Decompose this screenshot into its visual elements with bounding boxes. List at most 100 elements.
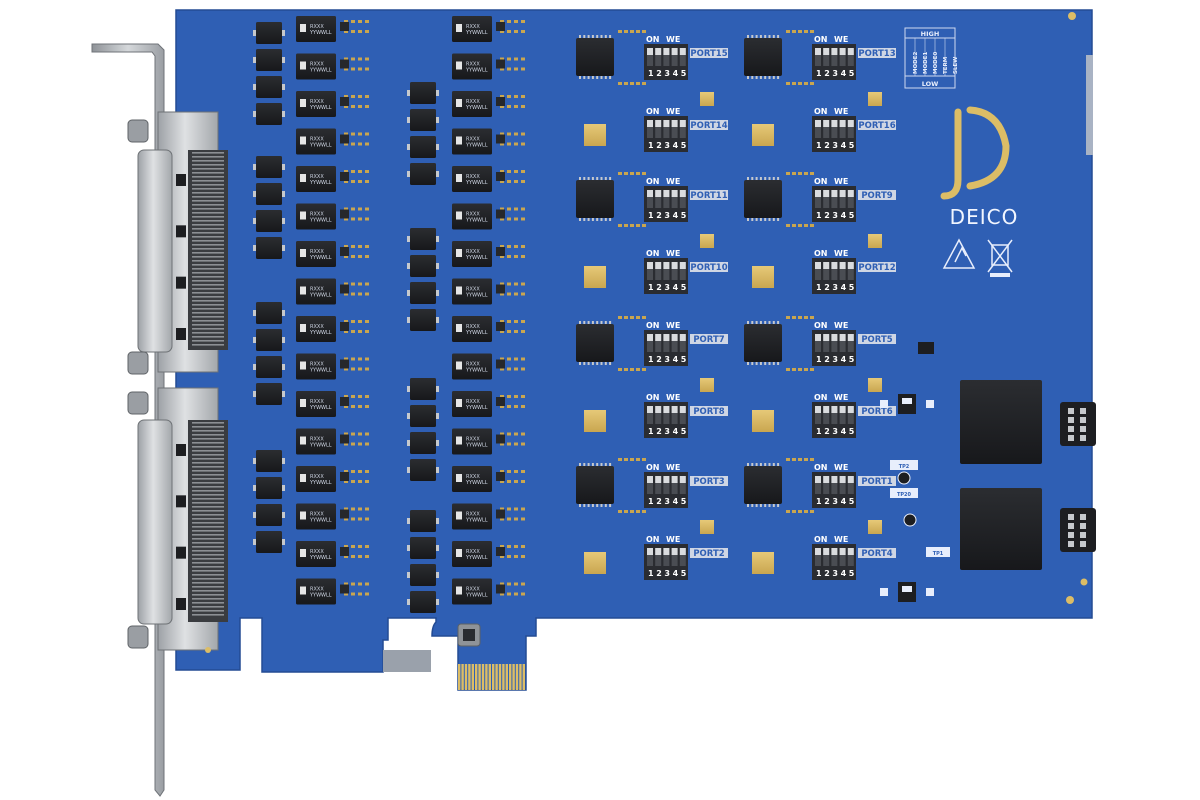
dip-lever [679, 406, 686, 424]
dsub-pin-row [192, 284, 224, 286]
mounting-bracket [91, 43, 165, 797]
smd-passive [358, 432, 362, 436]
diode-array [407, 228, 439, 331]
smd-passive [358, 57, 362, 61]
qfn-pin [596, 177, 599, 180]
smd-passive [618, 368, 622, 371]
smd-passive [344, 292, 348, 296]
driver-chip [452, 16, 492, 42]
driver-chip [452, 203, 492, 230]
qfn-pin [772, 321, 775, 324]
smd-passive [365, 592, 369, 596]
dip-number: 2 [824, 569, 830, 578]
dsub-pin-row [192, 260, 224, 262]
dip-lever [823, 190, 830, 208]
smd-passive [500, 292, 504, 296]
dip-number: 2 [656, 497, 662, 506]
smd-passive [507, 405, 511, 408]
dip-we-label: WE [666, 107, 680, 116]
qfn-pin [579, 321, 581, 324]
qfn-pin [587, 504, 590, 507]
gold-pad [752, 124, 774, 146]
port-label: PORT7 [693, 335, 724, 345]
dip-lever [671, 190, 678, 208]
diode-lead [436, 518, 439, 524]
smd-passive [344, 105, 348, 108]
tp1-label: TP1 [933, 551, 944, 557]
port-label-bg [690, 190, 728, 200]
smd-passive [507, 67, 511, 71]
mode-column-label: MODE2 [913, 52, 919, 74]
qfn-pin [596, 504, 599, 507]
smd-passive [804, 510, 808, 513]
driver-chip [296, 503, 336, 530]
dip-on-label: ON [814, 393, 828, 402]
driver-chip [452, 503, 492, 530]
smd-passive [507, 480, 511, 483]
chip-marking: YYWWLL [465, 405, 488, 411]
smd-passive [521, 582, 525, 586]
port-label: PORT3 [693, 477, 724, 487]
smd-passive [358, 320, 362, 323]
dip-lever-knob [671, 548, 678, 555]
port-label: PORT2 [693, 549, 724, 559]
driver-chip [296, 91, 336, 117]
smd-passive [365, 282, 369, 286]
smd-passive [804, 82, 808, 85]
dsub-pin-row [192, 526, 224, 528]
qfn-pin [764, 218, 767, 221]
dip-number: 1 [648, 211, 654, 220]
smd-passive [351, 292, 355, 296]
smd-passive [514, 555, 518, 558]
small-ic [340, 22, 349, 31]
dsub-pin-row [192, 602, 224, 604]
smd-passive [514, 517, 518, 521]
smd-passive [344, 507, 348, 511]
dip-number: 1 [816, 569, 822, 578]
port-label-bg [858, 548, 896, 558]
gold-finger [495, 664, 498, 690]
dip-we-label: WE [666, 177, 680, 186]
smd-passive [636, 30, 640, 33]
qfn-chip [576, 180, 614, 218]
gold-finger [519, 664, 522, 690]
dip-on-label: ON [814, 535, 828, 544]
isolation-module-bottom [960, 488, 1042, 570]
smd-passive [344, 57, 348, 61]
smd-passive [344, 582, 348, 586]
qfn-pin [768, 362, 771, 365]
chip-marking: RXXX [466, 24, 480, 30]
dsub-pin-row [192, 220, 224, 222]
smd-passive [624, 224, 628, 227]
smd-passive [351, 545, 355, 548]
port-label: PORT1 [861, 477, 892, 487]
smd-passive [642, 224, 646, 227]
qfn-pin [751, 177, 754, 180]
dip-number: 1 [648, 569, 654, 578]
diode-lead [253, 485, 256, 491]
dip-lever-knob [831, 48, 838, 55]
dsub-pin-row [192, 192, 224, 194]
dip-lever-knob [647, 334, 653, 341]
dip-lever [823, 476, 830, 494]
chip-marking: YYWWLL [465, 68, 488, 74]
diode-lead [253, 218, 256, 224]
smd-passive [514, 67, 518, 71]
gold-finger [515, 664, 519, 690]
diode-lead [253, 164, 256, 170]
smd-passive [500, 517, 504, 521]
smd-passive [344, 30, 348, 33]
qfn-pin [751, 35, 754, 38]
dip-lever [847, 190, 854, 208]
smd-passive [358, 367, 362, 371]
dip-number: 5 [681, 427, 687, 436]
qfn-pin [747, 321, 749, 324]
gold-finger [478, 664, 481, 690]
qfn-pin [764, 177, 767, 180]
smd-passive [521, 95, 525, 98]
dsub-pin-row [192, 438, 224, 440]
qfn-pin [751, 504, 754, 507]
smd-passive [344, 245, 348, 248]
dsub-pin-row [192, 204, 224, 206]
small-ic [496, 172, 505, 181]
